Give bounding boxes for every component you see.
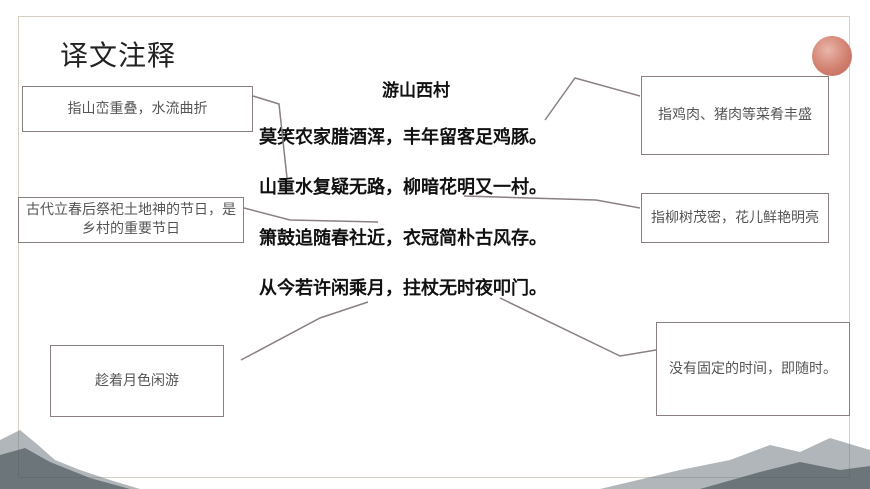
poem-title: 游山西村 (382, 81, 450, 101)
connector-note-5 (240, 301, 369, 361)
poem-line-1: 莫笑农家腊酒浑，丰年留客足鸡豚。 (259, 127, 547, 148)
connector-note-2 (544, 77, 641, 121)
annotation-note-4: 指柳树茂密，花儿鲜艳明亮 (641, 193, 829, 243)
connector-note-3 (243, 207, 379, 223)
annotation-note-5: 趁着月色闲游 (50, 345, 224, 417)
poem-line-3: 箫鼓追随春社近，衣冠简朴古风存。 (259, 228, 547, 249)
connector-note-1 (252, 95, 288, 179)
ink-mountains-decoration (0, 430, 870, 489)
annotation-note-2: 指鸡肉、猪肉等菜肴丰盛 (641, 76, 829, 155)
annotation-note-1: 指山峦重叠，水流曲折 (22, 86, 253, 132)
connector-note-6 (499, 297, 657, 357)
slide-title: 译文注释 (60, 39, 177, 72)
annotation-note-6: 没有固定的时间，即随时。 (656, 322, 850, 416)
connector-note-4 (463, 195, 641, 209)
poem-line-4: 从今若许闲乘月，拄杖无时夜叩门。 (259, 278, 547, 299)
poem-line-2: 山重水复疑无路，柳暗花明又一村。 (259, 177, 547, 198)
annotation-note-3: 古代立春后祭祀土地神的节日，是乡村的重要节日 (18, 197, 244, 243)
red-sun-decoration (812, 36, 852, 76)
slide-frame (18, 16, 850, 478)
